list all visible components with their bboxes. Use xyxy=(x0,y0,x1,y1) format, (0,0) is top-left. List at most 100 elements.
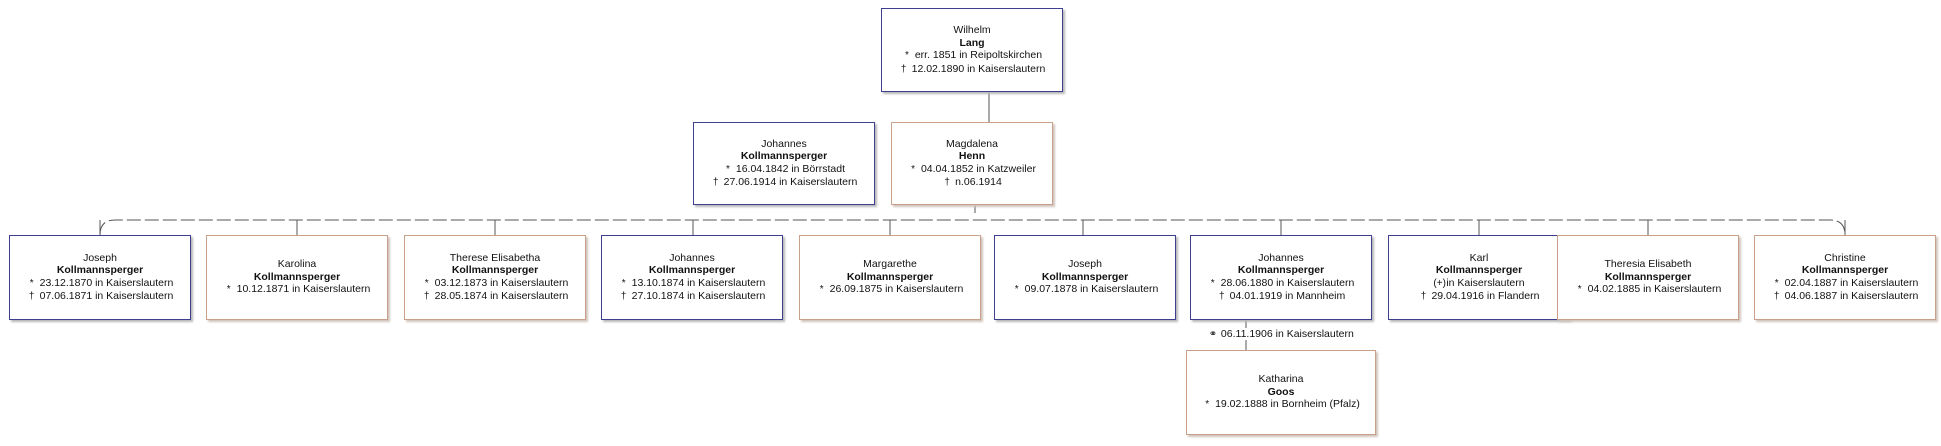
event-row: * 26.09.1875 in Kaiserslautern xyxy=(817,283,964,297)
event-row: * 28.06.1880 in Kaiserslautern xyxy=(1208,277,1355,291)
event-text: err. 1851 in Reipoltskirchen xyxy=(914,49,1043,61)
surname: Kollmannsperger xyxy=(1801,264,1889,276)
event-row: † 07.06.1871 in Kaiserslautern xyxy=(27,290,174,304)
given-name: Therese Elisabetha xyxy=(449,251,541,264)
asterisk-icon: * xyxy=(226,284,231,296)
dagger-icon: † xyxy=(1420,291,1427,302)
event-row: † 28.05.1874 in Kaiserslautern xyxy=(422,290,569,304)
event-text: 27.10.1874 in Kaiserslautern xyxy=(631,290,766,302)
event-row: (+) in Kaiserslautern xyxy=(1433,277,1524,291)
surname: Kollmannsperger xyxy=(740,150,828,162)
event-text: 04.06.1887 in Kaiserslautern xyxy=(1784,290,1919,302)
event-row: * 02.04.1887 in Kaiserslautern xyxy=(1772,277,1919,291)
event-row: * 09.07.1878 in Kaiserslautern xyxy=(1012,283,1159,297)
event-row: † 04.06.1887 in Kaiserslautern xyxy=(1772,290,1919,304)
marriage-date: 06.11.1906 in Kaiserslautern xyxy=(1220,328,1354,340)
event-text: 29.04.1916 in Flandern xyxy=(1431,290,1540,302)
event-row: * err. 1851 in Reipoltskirchen xyxy=(902,49,1042,63)
event-text: 02.04.1887 in Kaiserslautern xyxy=(1784,276,1919,289)
surname: Kollmannsperger xyxy=(56,264,144,276)
given-name: Katharina xyxy=(1258,373,1304,386)
event-row: † n.06.1914 xyxy=(942,176,1002,190)
asterisk-icon: * xyxy=(1014,284,1019,296)
asterisk-icon: * xyxy=(911,163,915,175)
birth-cross-icon: (+) xyxy=(1433,277,1446,289)
rings-icon: ⚭ xyxy=(1208,329,1218,340)
event-text: 26.09.1875 in Kaiserslautern xyxy=(829,283,964,296)
surname: Goos xyxy=(1267,385,1295,398)
event-row: * 04.04.1852 in Katzweiler xyxy=(908,163,1036,177)
surname: Kollmannsperger xyxy=(1604,270,1692,283)
event-row: † 27.10.1874 in Kaiserslautern xyxy=(619,290,766,304)
given-name: Theresia Elisabeth xyxy=(1604,258,1692,271)
marriage-label: ⚭ 06.11.1906 in Kaiserslautern xyxy=(1206,328,1356,340)
event-text: 04.02.1885 in Kaiserslautern xyxy=(1587,283,1722,296)
given-name: Johannes xyxy=(1258,251,1304,264)
event-row: * 03.12.1873 in Kaiserslautern xyxy=(422,277,569,291)
event-text: 13.10.1874 in Kaiserslautern xyxy=(631,276,766,289)
surname: Kollmannsperger xyxy=(648,264,736,276)
event-text: 04.01.1919 in Mannheim xyxy=(1229,290,1346,302)
event-text: 19.02.1888 in Bornheim (Pfalz) xyxy=(1215,398,1360,411)
event-text: 04.04.1852 in Katzweiler xyxy=(920,162,1036,175)
given-name: Magdalena xyxy=(946,137,998,150)
asterisk-icon: * xyxy=(904,50,909,61)
event-row: † 04.01.1919 in Mannheim xyxy=(1217,290,1346,304)
event-row: * 04.02.1885 in Kaiserslautern xyxy=(1575,283,1722,297)
surname: Kollmannsperger xyxy=(1041,270,1129,283)
asterisk-icon: * xyxy=(424,277,429,289)
event-row: * 19.02.1888 in Bornheim (Pfalz) xyxy=(1202,398,1360,412)
surname: Lang xyxy=(959,36,985,49)
event-text: n.06.1914 xyxy=(955,176,1002,188)
event-row: * 10.12.1871 in Kaiserslautern xyxy=(224,283,371,297)
event-text: 16.04.1842 in Börrstadt xyxy=(735,162,846,175)
given-name: Joseph xyxy=(83,251,117,264)
event-row: † 27.06.1914 in Kaiserslautern xyxy=(711,176,857,190)
event-row: † 29.04.1916 in Flandern xyxy=(1419,290,1540,304)
given-name: Margarethe xyxy=(863,258,917,271)
sibling-bar xyxy=(99,219,1846,236)
given-name: Karolina xyxy=(277,258,317,271)
event-row: * 23.12.1870 in Kaiserslautern xyxy=(27,277,174,291)
event-text: 03.12.1873 in Kaiserslautern xyxy=(434,276,569,289)
dagger-icon: † xyxy=(712,177,719,188)
surname: Kollmannsperger xyxy=(1435,264,1523,276)
surname: Kollmannsperger xyxy=(846,270,934,283)
dagger-icon: † xyxy=(900,63,907,75)
event-row: * 13.10.1874 in Kaiserslautern xyxy=(619,277,766,291)
event-text: 12.02.1890 in Kaiserslautern xyxy=(911,62,1046,75)
given-name: Johannes xyxy=(669,251,715,264)
dagger-icon: † xyxy=(28,291,35,302)
asterisk-icon: * xyxy=(1774,277,1779,289)
surname: Henn xyxy=(958,150,986,162)
asterisk-icon: * xyxy=(819,284,824,296)
event-text: 07.06.1871 in Kaiserslautern xyxy=(39,290,174,302)
given-name: Karl xyxy=(1469,251,1489,264)
given-name: Wilhelm xyxy=(953,24,991,36)
event-row: † 12.02.1890 in Kaiserslautern xyxy=(899,62,1046,77)
given-name: Joseph xyxy=(1068,258,1102,271)
event-text: 23.12.1870 in Kaiserslautern xyxy=(39,276,174,289)
surname: Kollmannsperger xyxy=(253,270,341,283)
dagger-icon: † xyxy=(1773,291,1780,302)
event-row: * 16.04.1842 in Börrstadt xyxy=(723,163,845,177)
event-text: 28.05.1874 in Kaiserslautern xyxy=(434,290,569,302)
dagger-icon: † xyxy=(944,177,950,188)
surname: Kollmannsperger xyxy=(1237,264,1325,276)
surname: Kollmannsperger xyxy=(451,264,539,276)
asterisk-icon: * xyxy=(1210,277,1215,289)
